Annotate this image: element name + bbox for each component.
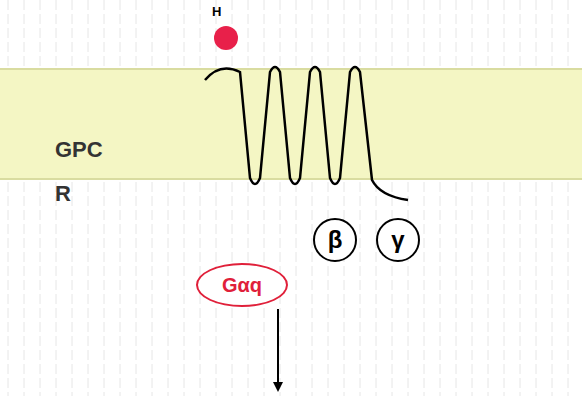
hormone-circle bbox=[204, 4, 248, 54]
grid-line bbox=[168, 0, 169, 396]
node-label: γ bbox=[391, 226, 404, 254]
signal-arrow bbox=[277, 309, 279, 390]
grid-line bbox=[536, 0, 537, 396]
grid-line bbox=[184, 0, 185, 396]
grid-line bbox=[264, 0, 265, 396]
grid-line bbox=[552, 0, 553, 396]
grid-line bbox=[120, 0, 121, 396]
grid-line bbox=[72, 0, 73, 396]
grid-line bbox=[504, 0, 505, 396]
grid-line bbox=[200, 0, 201, 396]
grid-line bbox=[296, 0, 297, 396]
grid-line bbox=[40, 0, 41, 396]
grid-line bbox=[488, 0, 489, 396]
node-label: H bbox=[212, 4, 221, 19]
node-label: Gαq bbox=[222, 274, 262, 297]
grid-line bbox=[376, 0, 377, 396]
hormone-dot bbox=[214, 26, 238, 50]
grid-line bbox=[344, 0, 345, 396]
grid-line bbox=[8, 0, 9, 396]
grid-line bbox=[472, 0, 473, 396]
grid-line bbox=[280, 0, 281, 396]
grid-line bbox=[136, 0, 137, 396]
grid-line bbox=[424, 0, 425, 396]
grid-line bbox=[104, 0, 105, 396]
grid-line bbox=[152, 0, 153, 396]
grid-line bbox=[88, 0, 89, 396]
grid-line bbox=[216, 0, 217, 396]
grid-line bbox=[408, 0, 409, 396]
hormone-ligand: H bbox=[204, 4, 248, 54]
receptor-helix bbox=[205, 67, 408, 200]
g-beta-subunit: β bbox=[313, 218, 357, 262]
membrane-band: GPC R bbox=[0, 68, 582, 180]
grid-line bbox=[232, 0, 233, 396]
node-label: β bbox=[328, 226, 343, 254]
grid-line bbox=[440, 0, 441, 396]
grid-line bbox=[360, 0, 361, 396]
node-label: GPC R bbox=[55, 128, 117, 216]
grid-line bbox=[328, 0, 329, 396]
grid-line bbox=[520, 0, 521, 396]
g-gamma-subunit: γ bbox=[376, 218, 420, 262]
grid-line bbox=[24, 0, 25, 396]
grid-line bbox=[248, 0, 249, 396]
grid-line bbox=[456, 0, 457, 396]
grid-line bbox=[568, 0, 569, 396]
grid-line bbox=[392, 0, 393, 396]
grid-line bbox=[312, 0, 313, 396]
g-alpha-q-subunit: Gαq bbox=[196, 263, 288, 307]
